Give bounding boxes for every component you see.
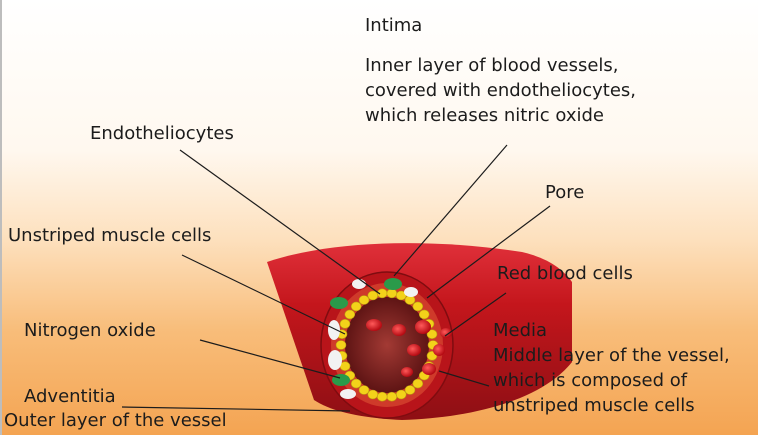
intima-description-line2: covered with endotheliocytes, — [365, 80, 636, 102]
intima-description-line1: Inner layer of blood vessels, — [365, 55, 619, 77]
media-description-line2: which is composed of — [493, 370, 687, 392]
endotheliocyte-bead — [351, 379, 361, 388]
adventitia-title: Adventitia — [24, 386, 116, 408]
endotheliocyte-bead — [359, 386, 369, 395]
media-title: Media — [493, 320, 547, 342]
muscle-cell — [332, 374, 350, 386]
red-blood-cell — [366, 319, 382, 331]
muscle-cell — [352, 279, 366, 289]
red-blood-cell — [401, 367, 413, 377]
red-blood-cell — [392, 324, 406, 336]
muscle-cell — [340, 389, 356, 399]
endotheliocyte-bead — [419, 310, 429, 319]
endotheliocyte-bead — [405, 386, 415, 395]
endotheliocyte-bead — [396, 390, 406, 399]
endotheliocyte-bead — [340, 319, 350, 328]
red-blood-cell — [407, 344, 421, 356]
red-blood-cells-label: Red blood cells — [497, 263, 633, 285]
endotheliocyte-bead — [368, 390, 378, 399]
intima-description-line3: which releases nitric oxide — [365, 105, 604, 127]
muscle-cell — [404, 287, 418, 297]
media-description-line3: unstriped muscle cells — [493, 395, 695, 417]
muscle-cell — [330, 297, 348, 309]
red-blood-cell — [422, 363, 436, 375]
pore-label: Pore — [545, 182, 584, 204]
endotheliocytes-label: Endotheliocytes — [90, 123, 234, 145]
endotheliocyte-bead — [377, 392, 387, 401]
endotheliocyte-bead — [387, 392, 397, 401]
endotheliocyte-bead — [368, 291, 378, 300]
red-blood-cell — [415, 320, 431, 334]
endotheliocyte-bead — [413, 379, 423, 388]
endotheliocyte-bead — [345, 310, 355, 319]
endotheliocyte-bead — [413, 302, 423, 311]
endotheliocyte-bead — [336, 341, 346, 350]
intima-title: Intima — [365, 15, 422, 37]
muscle-cell — [384, 278, 402, 290]
unstriped-muscle-cells-label: Unstriped muscle cells — [8, 225, 211, 247]
adventitia-description: Outer layer of the vessel — [4, 410, 227, 432]
endotheliocyte-bead — [351, 302, 361, 311]
red-blood-cell — [433, 344, 445, 356]
endotheliocyte-bead — [359, 296, 369, 305]
endotheliocyte-bead — [387, 289, 397, 298]
nitrogen-oxide-label: Nitrogen oxide — [24, 320, 156, 342]
muscle-cell — [328, 350, 342, 370]
media-description-line1: Middle layer of the vessel, — [493, 345, 730, 367]
muscle-cell — [328, 320, 340, 340]
